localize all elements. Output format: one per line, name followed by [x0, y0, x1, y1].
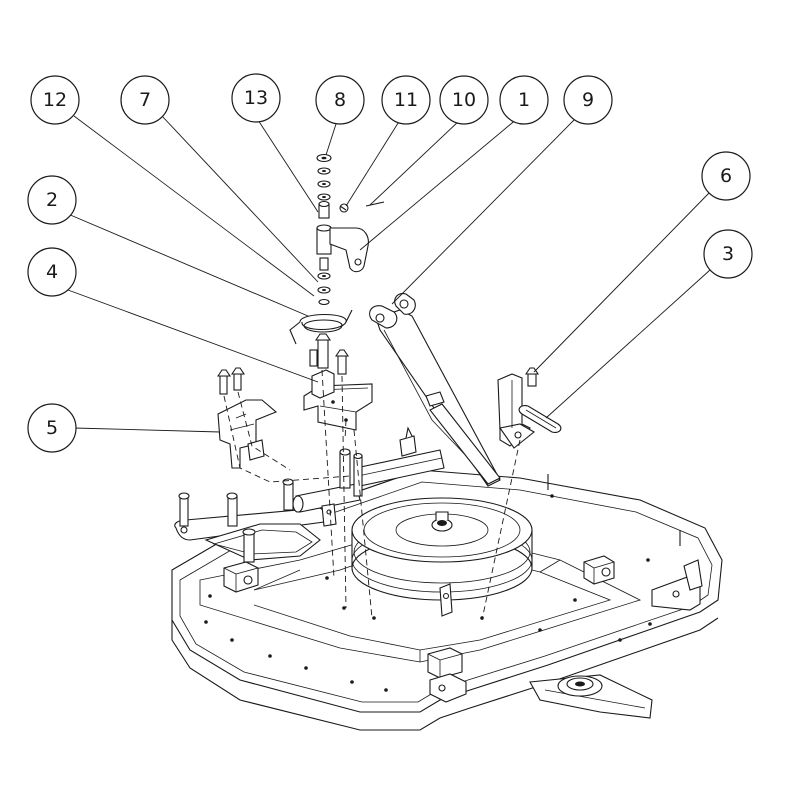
spindle-stack — [289, 153, 353, 375]
callout-label: 10 — [452, 89, 476, 111]
belt-guard-arm — [369, 293, 501, 487]
callout-9: 9 — [563, 75, 613, 125]
main-pulley — [351, 497, 533, 617]
callout-label: 13 — [244, 87, 268, 109]
callout-label: 8 — [334, 89, 346, 111]
bracket-4 — [303, 369, 373, 431]
callout-label: 3 — [722, 243, 734, 265]
callout-label: 7 — [139, 89, 151, 111]
leader-lines — [67, 115, 711, 433]
callout-7: 7 — [120, 75, 170, 125]
callout-label: 1 — [518, 89, 530, 111]
callout-label: 4 — [46, 261, 58, 283]
idler-linkage — [174, 448, 363, 563]
callout-8: 8 — [315, 75, 365, 125]
callout-label: 2 — [46, 189, 58, 211]
handle-3 — [518, 405, 562, 433]
deck-brackets — [223, 474, 703, 703]
rear-shaft — [355, 426, 445, 487]
callout-12: 12 — [30, 75, 80, 125]
callout-4: 4 — [27, 247, 77, 297]
callout-5: 5 — [27, 403, 77, 453]
callout-label: 6 — [720, 165, 732, 187]
hanger-bolts — [216, 367, 540, 395]
blade-assembly — [529, 674, 653, 719]
callout-label: 9 — [582, 89, 594, 111]
callout-11: 11 — [381, 75, 431, 125]
callout-13: 13 — [231, 73, 281, 123]
callout-1: 1 — [499, 75, 549, 125]
callout-3: 3 — [703, 229, 753, 279]
callout-10: 10 — [439, 75, 489, 125]
assembly-lines — [223, 369, 521, 621]
callout-6: 6 — [701, 151, 751, 201]
callout-label: 11 — [394, 89, 418, 111]
bracket-6 — [497, 373, 535, 449]
callout-label: 5 — [46, 417, 58, 439]
callout-label: 12 — [43, 89, 67, 111]
callout-2: 2 — [27, 175, 77, 225]
